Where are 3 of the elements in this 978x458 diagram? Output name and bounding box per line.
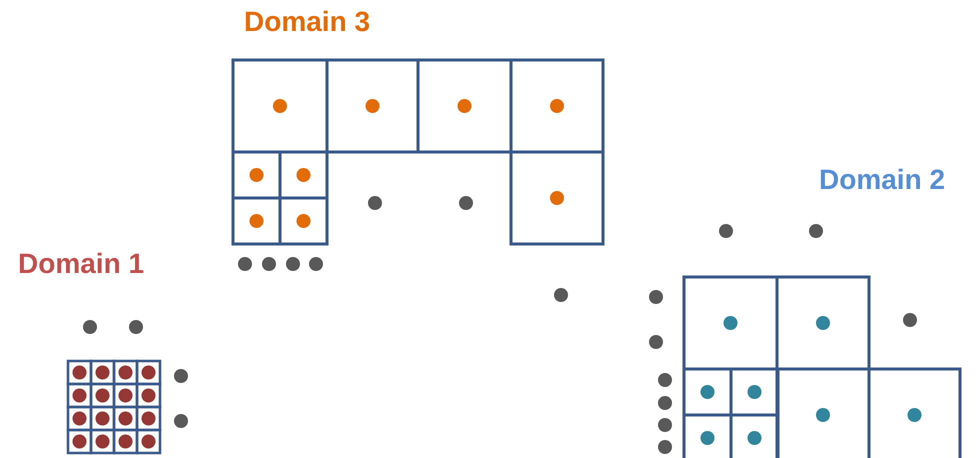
domain-label: Domain 1 bbox=[18, 248, 144, 280]
domain-label: Domain 2 bbox=[819, 164, 946, 196]
domain-label: Domain 3 bbox=[244, 6, 370, 38]
